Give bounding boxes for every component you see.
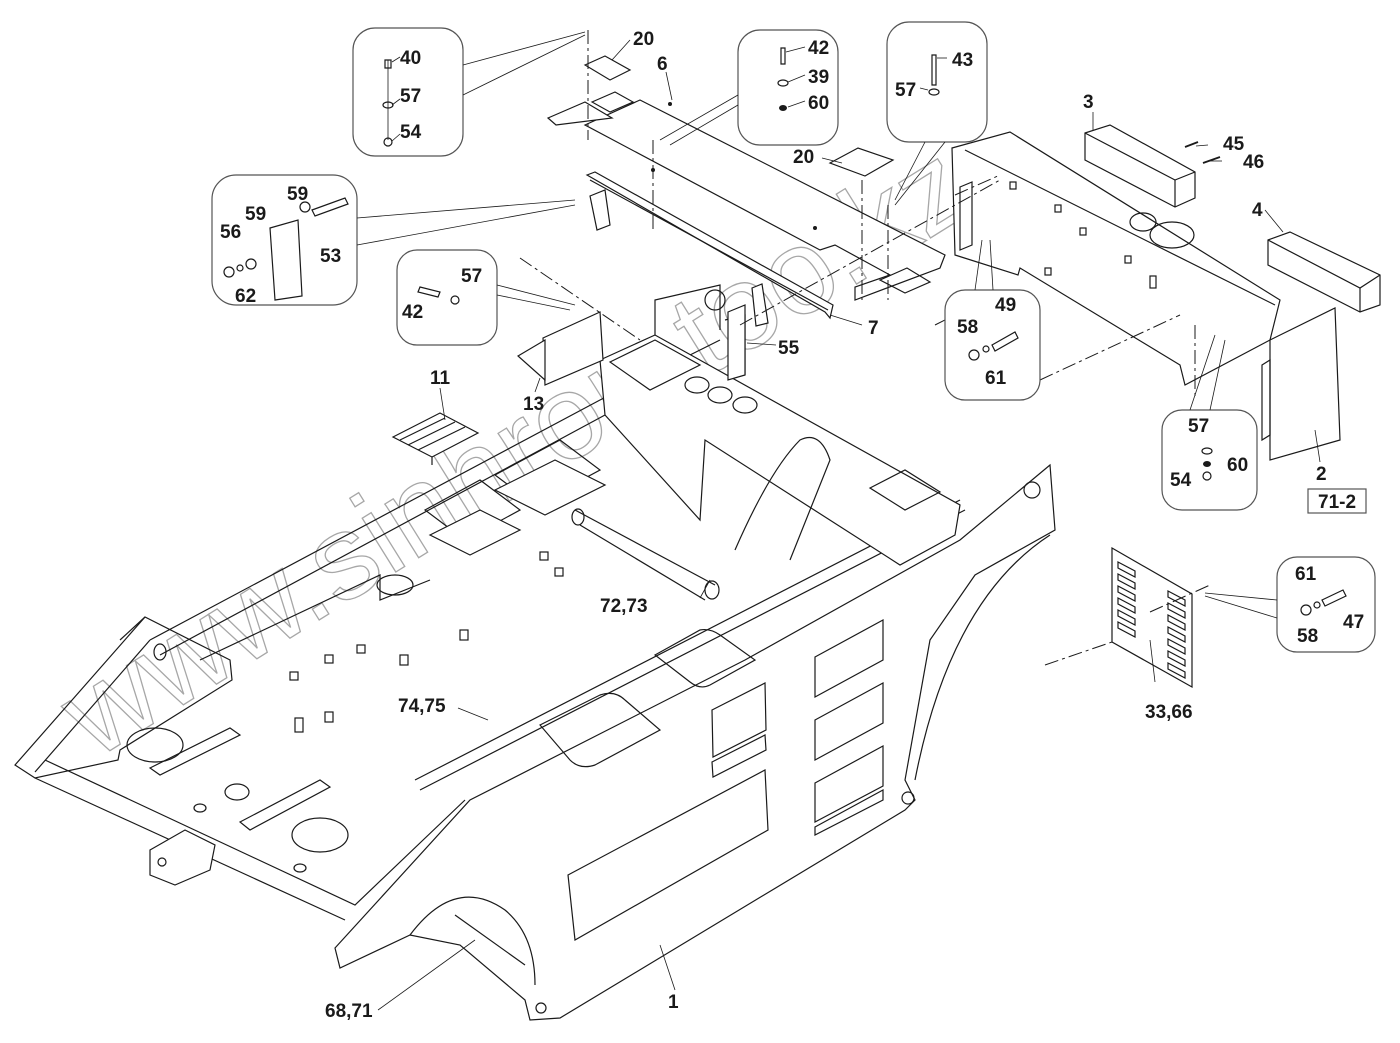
label-part-68-71[interactable]: 68,71 (325, 1001, 373, 1022)
label-callout-d-53[interactable]: 53 (320, 246, 341, 267)
label-callout-b-39[interactable]: 39 (808, 67, 829, 88)
callout-e[interactable] (396, 249, 576, 346)
reference-box[interactable]: 71-2 (1307, 488, 1367, 514)
part-20-cover-a[interactable] (583, 55, 632, 81)
part-6-top-plate[interactable] (546, 91, 946, 301)
label-callout-c-57[interactable]: 57 (895, 80, 916, 101)
label-callout-f-58[interactable]: 58 (957, 317, 978, 338)
label-callout-a-57[interactable]: 57 (400, 86, 421, 107)
label-callout-g-57[interactable]: 57 (1188, 416, 1209, 437)
label-callout-e-42[interactable]: 42 (402, 302, 423, 323)
label-part-33-66[interactable]: 33,66 (1145, 702, 1193, 723)
label-callout-f-49[interactable]: 49 (995, 295, 1016, 316)
part-33-66-grille[interactable] (1111, 546, 1193, 689)
label-callout-h-58[interactable]: 58 (1297, 626, 1318, 647)
label-part-55[interactable]: 55 (778, 338, 800, 359)
assembly-lines (519, 30, 1211, 666)
label-callout-g-54[interactable]: 54 (1170, 470, 1192, 491)
callout-labels: 40 57 54 42 39 60 43 57 59 59 56 53 62 4… (220, 38, 1364, 647)
reference-box-text: 71-2 (1318, 492, 1356, 513)
label-callout-d-59a[interactable]: 59 (287, 184, 308, 205)
label-part-46[interactable]: 46 (1243, 152, 1264, 173)
label-callout-d-59b[interactable]: 59 (245, 204, 266, 225)
label-part-4[interactable]: 4 (1252, 200, 1263, 221)
label-part-7[interactable]: 7 (868, 318, 879, 339)
part-45-screw[interactable] (1184, 141, 1199, 148)
callout-h[interactable] (1204, 556, 1376, 653)
label-callout-b-42[interactable]: 42 (808, 38, 829, 59)
label-callout-d-62[interactable]: 62 (235, 286, 256, 307)
part-7-rail[interactable] (585, 171, 834, 381)
label-part-3[interactable]: 3 (1083, 92, 1094, 113)
label-callout-g-60[interactable]: 60 (1227, 455, 1248, 476)
label-callout-e-57[interactable]: 57 (461, 266, 482, 287)
callout-d[interactable] (211, 174, 576, 306)
label-part-20-a[interactable]: 20 (633, 29, 654, 50)
callout-c[interactable] (886, 21, 988, 206)
part-3-box[interactable] (1084, 124, 1196, 208)
label-part-13[interactable]: 13 (523, 394, 544, 415)
part-2-side-plate[interactable] (1261, 307, 1341, 461)
label-part-72-73[interactable]: 72,73 (600, 596, 648, 617)
label-part-1[interactable]: 1 (668, 992, 679, 1013)
label-part-2[interactable]: 2 (1316, 464, 1327, 485)
part-13-bracket[interactable] (516, 311, 604, 386)
part-11-step[interactable] (391, 412, 480, 465)
callout-g[interactable] (1161, 334, 1258, 511)
label-part-6[interactable]: 6 (657, 54, 668, 75)
part-46-screw[interactable] (1202, 156, 1221, 164)
label-part-45[interactable]: 45 (1223, 134, 1245, 155)
part-20-cover-b[interactable] (828, 147, 895, 177)
part-labels: 20 6 20 3 45 46 4 7 55 11 13 2 71-2 72,7… (325, 29, 1367, 1022)
label-callout-a-40[interactable]: 40 (400, 48, 421, 69)
tank-assembly[interactable] (951, 131, 1281, 386)
label-part-20-b[interactable]: 20 (793, 147, 814, 168)
callout-b[interactable] (659, 29, 839, 146)
label-callout-b-60[interactable]: 60 (808, 93, 829, 114)
part-4-box[interactable] (1267, 231, 1381, 313)
leader-lines (377, 39, 1321, 1011)
label-callout-h-47[interactable]: 47 (1343, 612, 1364, 633)
grille-slots (1117, 561, 1186, 679)
label-callout-f-61[interactable]: 61 (985, 368, 1007, 389)
label-callout-a-54[interactable]: 54 (400, 122, 422, 143)
label-callout-h-61[interactable]: 61 (1295, 564, 1317, 585)
callout-f[interactable] (944, 239, 1041, 401)
label-callout-d-56[interactable]: 56 (220, 222, 241, 243)
callout-a[interactable] (352, 27, 586, 157)
label-part-74-75[interactable]: 74,75 (398, 696, 446, 717)
label-part-11[interactable]: 11 (430, 368, 451, 389)
main-frame[interactable] (14, 284, 1056, 1021)
label-callout-c-43[interactable]: 43 (952, 50, 973, 71)
